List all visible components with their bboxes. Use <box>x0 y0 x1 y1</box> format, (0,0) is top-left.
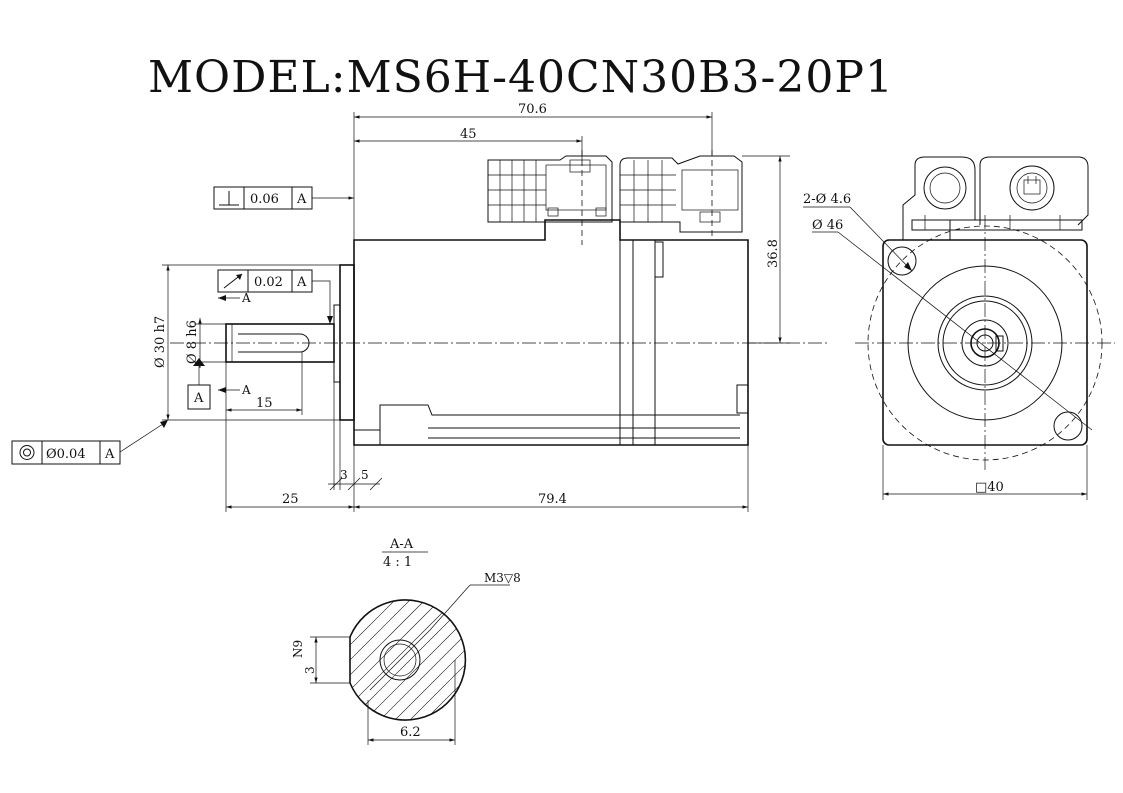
dim-height-center: 36.8 <box>766 239 781 268</box>
svg-text:0.02: 0.02 <box>254 275 283 290</box>
dim-shaft-diameter: Ø 8 h6 <box>185 320 200 364</box>
tolerance-perpendicularity: 0.06 A <box>213 186 354 210</box>
section-flat-width: 6.2 <box>400 725 421 740</box>
svg-text:0.06: 0.06 <box>250 192 279 207</box>
section-thread: M3▽8 <box>484 571 521 585</box>
tolerance-concentricity: Ø0.04 A <box>11 420 168 465</box>
section-view: A-A 4 : 1 M3▽8 <box>291 537 521 745</box>
svg-text:Ø0.04: Ø0.04 <box>46 447 86 462</box>
datum-a: A A <box>187 358 251 410</box>
section-keyway-depth: 3 <box>303 666 317 674</box>
svg-text:A: A <box>296 192 307 207</box>
section-marker-top: A <box>241 291 251 305</box>
dim-pilot-length: 5 <box>361 468 369 482</box>
front-view-dimensions: 2-Ø 4.6 Ø 46 □40 <box>803 192 1093 500</box>
dim-mount-holes: 2-Ø 4.6 <box>803 192 851 207</box>
section-scale: 4 : 1 <box>383 555 412 570</box>
side-view-dimensions: 70.6 45 36.8 Ø 30 h7 Ø 8 h6 15 25 79.4 <box>153 102 790 512</box>
tolerance-runout: 0.02 A A <box>217 269 333 324</box>
dim-flange-thickness: 3 <box>340 468 348 482</box>
section-marker-bottom: A <box>241 383 251 397</box>
dim-bolt-circle: Ø 46 <box>812 218 843 233</box>
dim-body-length: 79.4 <box>538 492 567 507</box>
side-view <box>170 150 830 446</box>
svg-text:A: A <box>193 391 204 406</box>
dim-pilot-diameter: Ø 30 h7 <box>153 316 168 368</box>
dim-shaft-length: 25 <box>282 492 299 507</box>
dim-overall-length: 70.6 <box>518 102 547 117</box>
dim-flange-square: □40 <box>975 480 1004 495</box>
dim-connector-offset: 45 <box>460 127 477 142</box>
section-keyway-width: N9 <box>291 640 305 658</box>
model-title: MODEL:MS6H-40CN30B3-20P1 <box>148 52 894 103</box>
svg-text:A: A <box>296 275 307 290</box>
svg-text:A: A <box>104 447 115 462</box>
dim-key-length: 15 <box>256 396 273 411</box>
front-view <box>855 156 1115 470</box>
section-title: A-A <box>389 537 414 552</box>
